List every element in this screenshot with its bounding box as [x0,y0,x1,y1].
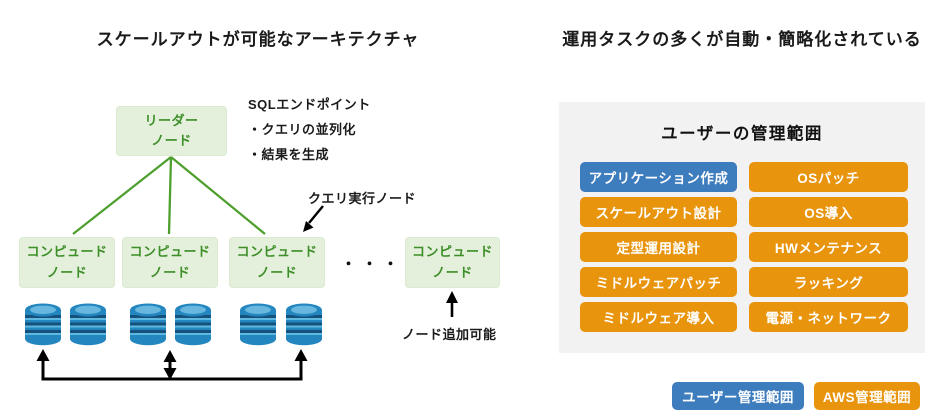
compute-node-box: コンピュード ノード [19,237,115,288]
sql-endpoint-line: SQLエンドポイント [248,97,371,112]
database-icon [240,303,276,346]
sql-endpoint-annotation: SQLエンドポイント ・クエリの並列化 ・結果を生成 [248,92,371,167]
query-exec-arrow-icon [303,205,324,232]
right-title: 運用タスクの多くが自動・簡略化されている [562,30,922,49]
database-icon [25,303,61,346]
query-parallel-line: ・クエリの並列化 [248,122,357,137]
task-chip-power-network: 電源・ネットワーク [749,302,908,332]
left-title: スケールアウトが可能なアーキテクチャ [96,30,420,49]
task-chip-app-create: アプリケーション作成 [580,162,737,192]
leader-fan-lines-icon [72,156,266,235]
query-exec-label: クエリ実行ノード [308,191,417,206]
legend-aws-scope: AWS管理範囲 [814,382,920,410]
database-icon [130,303,166,346]
task-grid: アプリケーション作成 OSパッチ スケールアウト設計 OS導入 定型運用設計 H… [580,162,908,332]
compute-node-box: コンピュード ノード [122,237,218,288]
node-add-label: ノード追加可能 [402,327,497,342]
task-chip-os-install: OS導入 [749,197,908,227]
task-chip-racking: ラッキング [749,267,908,297]
ellipsis-dots: ・・・ [341,256,405,273]
storage-connector-icon [36,349,308,381]
compute-node-box: コンピュード ノード [405,237,500,288]
result-generate-line: ・結果を生成 [248,147,330,162]
database-icon [175,303,211,346]
task-chip-middleware-install: ミドルウェア導入 [580,302,737,332]
leader-node-box: リーダー ノード [116,106,227,156]
node-add-arrow-icon [446,291,458,317]
task-chip-scaleout-design: スケールアウト設計 [580,197,737,227]
panel-heading: ユーザーの管理範囲 [661,125,823,143]
compute-node-box: コンピュード ノード [229,237,325,288]
task-chip-hw-maintenance: HWメンテナンス [749,232,908,262]
task-chip-os-patch: OSパッチ [749,162,908,192]
task-chip-middleware-patch: ミドルウェアパッチ [580,267,737,297]
database-icon [70,303,106,346]
user-scope-panel: ユーザーの管理範囲 アプリケーション作成 OSパッチ スケールアウト設計 OS導… [559,102,925,353]
task-chip-routine-design: 定型運用設計 [580,232,737,262]
database-icon [286,303,322,346]
legend-user-scope: ユーザー管理範囲 [672,382,804,410]
